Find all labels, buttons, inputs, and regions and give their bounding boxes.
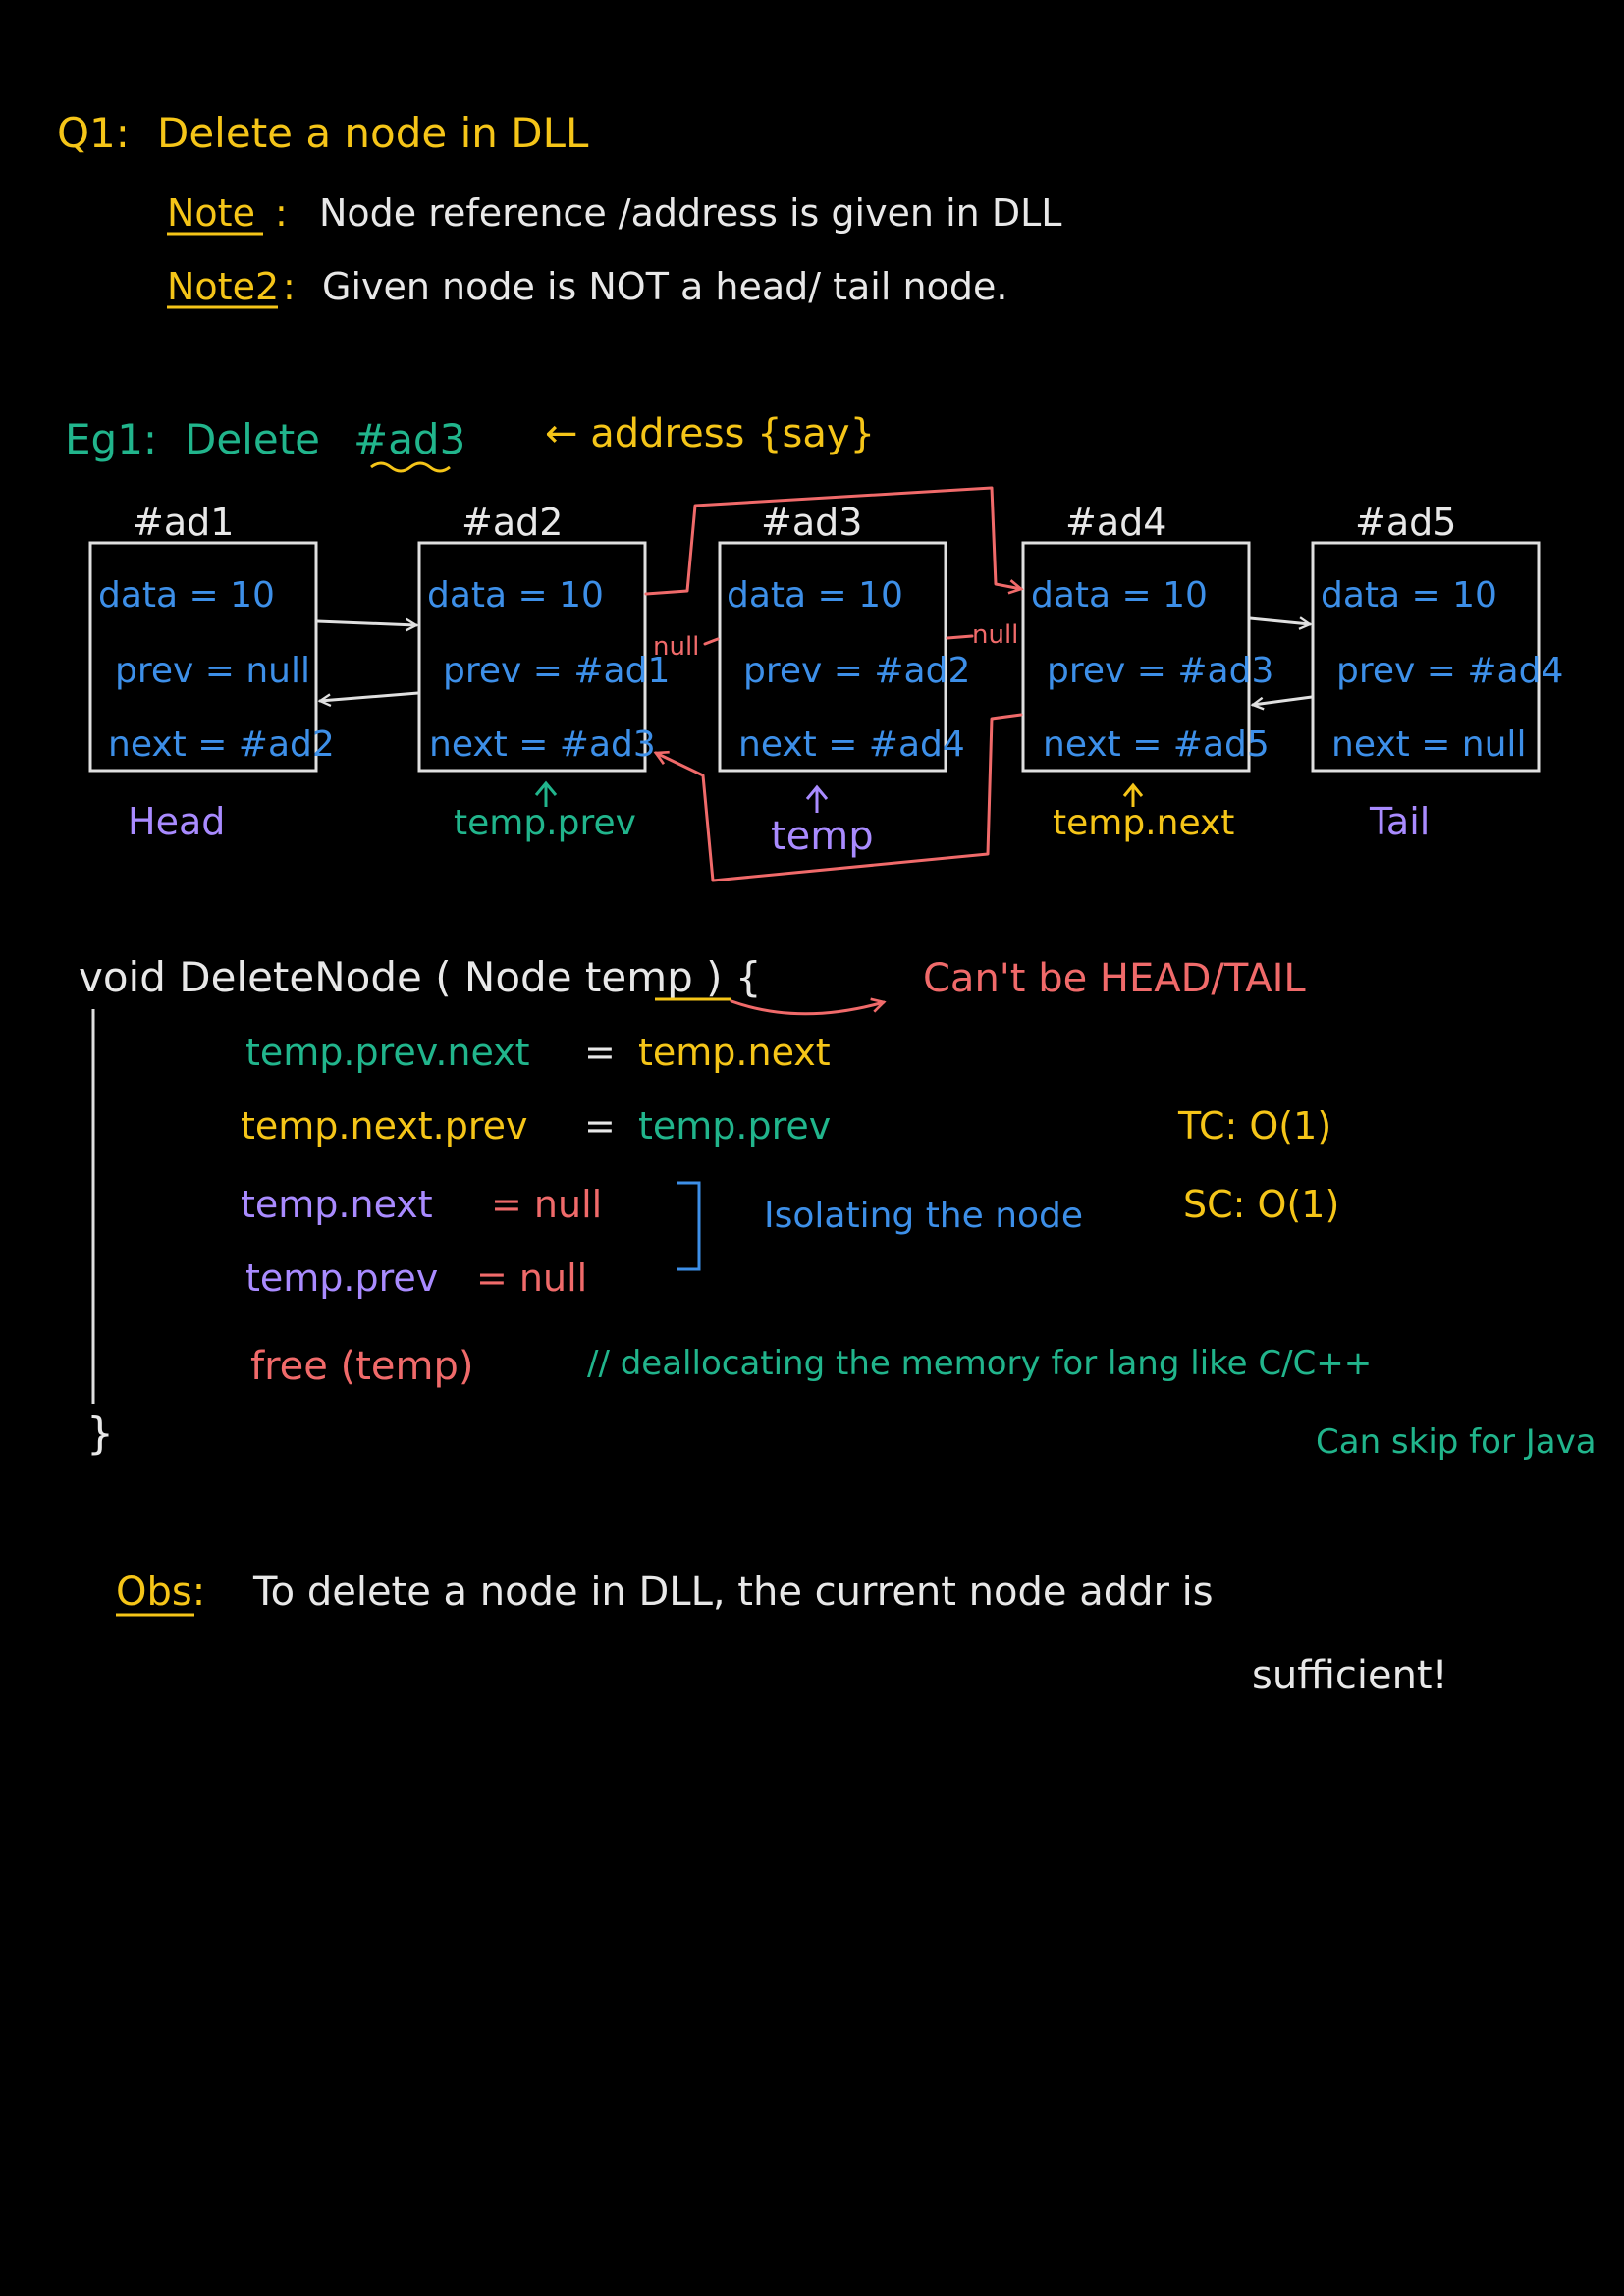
example-address: #ad3 <box>353 415 465 463</box>
node-box <box>1311 541 1541 773</box>
node-data: data = 10 <box>427 575 604 615</box>
pointer-arrow-up <box>1122 782 1144 807</box>
dealloc-comment: // deallocating the memory for lang like… <box>587 1344 1372 1383</box>
observation: Obs: To delete a node in DLL, the curren… <box>116 1570 1448 1698</box>
node-next: next = null <box>1331 724 1526 765</box>
node-role-label: Head <box>128 800 225 843</box>
next-link-arrow-1-2 <box>315 621 416 625</box>
code-lhs: temp.next.prev <box>241 1104 528 1148</box>
rewire-prev-arrow-4-to-2 <box>656 713 1023 882</box>
node-2: #ad2 data = 10 prev = #ad1 next = #ad3 t… <box>417 501 670 843</box>
note-1-text: Node reference /address is given in DLL <box>319 191 1061 235</box>
pointer-arrow-up <box>534 780 558 807</box>
node-role-label: temp <box>771 814 874 859</box>
node-prev: prev = #ad3 <box>1047 651 1273 691</box>
code-eq: = <box>584 1031 616 1074</box>
function-signature: void DeleteNode ( Node temp ) { <box>79 953 762 1001</box>
null-left-arrow <box>703 637 720 646</box>
question-title: Q1: Delete a node in DLL <box>57 109 589 157</box>
prev-link-arrow-5-4 <box>1253 695 1314 705</box>
code-line-4: temp.prev = null <box>245 1256 587 1300</box>
note-1: Note : Node reference /address is given … <box>167 191 1061 236</box>
obs-label: Obs: <box>116 1570 205 1615</box>
question-text: Delete a node in DLL <box>157 109 589 157</box>
null-left-label: null <box>653 632 699 662</box>
node-data: data = 10 <box>98 575 275 615</box>
closing-brace: } <box>86 1409 114 1459</box>
isolating-bracket <box>677 1181 701 1271</box>
node-address: #ad3 <box>761 501 862 544</box>
node-prev: prev = #ad4 <box>1336 651 1563 691</box>
note-2-text: Given node is NOT a head/ tail node. <box>322 265 1007 308</box>
space-complexity: SC: O(1) <box>1183 1183 1339 1226</box>
node-data: data = 10 <box>1031 575 1208 615</box>
code-line-5: free (temp) <box>250 1344 473 1389</box>
code-eq: = <box>584 1104 616 1148</box>
node-role-label: temp.prev <box>454 803 636 843</box>
pointer-arrow-up <box>805 784 829 813</box>
constraint-arrow <box>730 1001 884 1016</box>
node-prev: prev = #ad1 <box>443 651 670 691</box>
obs-text: To delete a node in DLL, the current nod… <box>252 1570 1214 1615</box>
node-data: data = 10 <box>727 575 903 615</box>
node-box <box>1021 541 1251 773</box>
code-lhs: temp.next <box>241 1183 433 1226</box>
node-box <box>718 541 947 773</box>
code-line-1: temp.prev.next = temp.next <box>245 1031 831 1074</box>
note-1-separator: : <box>275 191 288 235</box>
constraint-note: Can't be HEAD/TAIL <box>923 956 1306 1001</box>
note-2: Note2 : Given node is NOT a head/ tail n… <box>167 265 1007 309</box>
note-2-label: Note2 <box>167 265 279 308</box>
node-next: next = #ad3 <box>429 724 656 765</box>
node-role-label: Tail <box>1369 800 1430 843</box>
note-1-label: Note <box>167 191 255 235</box>
node-next: next = #ad2 <box>108 724 335 765</box>
rewire-next-arrow-2-to-4 <box>644 486 1021 596</box>
code-rhs: temp.next <box>638 1031 831 1074</box>
node-prev: prev = null <box>115 651 310 691</box>
null-right-arrow <box>946 634 974 640</box>
code-line-2: temp.next.prev = temp.prev <box>241 1104 831 1148</box>
node-3: #ad3 data = 10 prev = #ad2 next = #ad4 t… <box>718 501 970 859</box>
prev-link-arrow-2-1 <box>320 691 420 701</box>
node-box <box>417 541 647 773</box>
code-lhs: temp.prev.next <box>245 1031 530 1074</box>
node-data: data = 10 <box>1321 575 1497 615</box>
node-next: next = #ad4 <box>738 724 965 765</box>
time-complexity: TC: O(1) <box>1177 1104 1331 1148</box>
code-block: void DeleteNode ( Node temp ) { Can't be… <box>79 953 1597 1462</box>
address-squiggle-underline <box>370 461 451 473</box>
next-link-arrow-4-5 <box>1248 618 1310 624</box>
example-heading: Eg1: Delete #ad3 ← address {say} <box>65 411 875 473</box>
isolating-note: Isolating the node <box>764 1196 1083 1236</box>
dealloc-comment-2: Can skip for Java <box>1316 1422 1597 1462</box>
code-lhs: temp.prev <box>245 1256 438 1300</box>
node-5: #ad5 data = 10 prev = #ad4 next = null T… <box>1311 501 1563 843</box>
node-box <box>88 541 318 773</box>
obs-text-2: sufficient! <box>1252 1653 1448 1698</box>
red-rewire-arrows: null null <box>644 486 1023 882</box>
code-eq: = null <box>491 1183 602 1226</box>
node-1: #ad1 data = 10 prev = null next = #ad2 H… <box>88 501 335 843</box>
note-2-separator: : <box>283 265 296 308</box>
code-line-3: temp.next = null <box>241 1183 602 1226</box>
white-link-arrows <box>315 618 1314 705</box>
example-text: Delete <box>185 415 320 463</box>
null-right-label: null <box>972 620 1018 650</box>
node-address: #ad1 <box>133 501 234 544</box>
node-address: #ad5 <box>1355 501 1456 544</box>
address-annotation: ← address {say} <box>545 411 875 456</box>
node-address: #ad4 <box>1065 501 1166 544</box>
node-prev: prev = #ad2 <box>743 651 970 691</box>
node-address: #ad2 <box>461 501 563 544</box>
code-rhs: temp.prev <box>638 1104 831 1148</box>
example-label: Eg1: <box>65 415 157 463</box>
node-role-label: temp.next <box>1053 803 1234 843</box>
code-eq: = null <box>476 1256 587 1300</box>
node-4: #ad4 data = 10 prev = #ad3 next = #ad5 t… <box>1021 501 1273 843</box>
code-lhs: free (temp) <box>250 1344 473 1389</box>
question-label: Q1: <box>57 109 130 157</box>
node-next: next = #ad5 <box>1043 724 1270 765</box>
